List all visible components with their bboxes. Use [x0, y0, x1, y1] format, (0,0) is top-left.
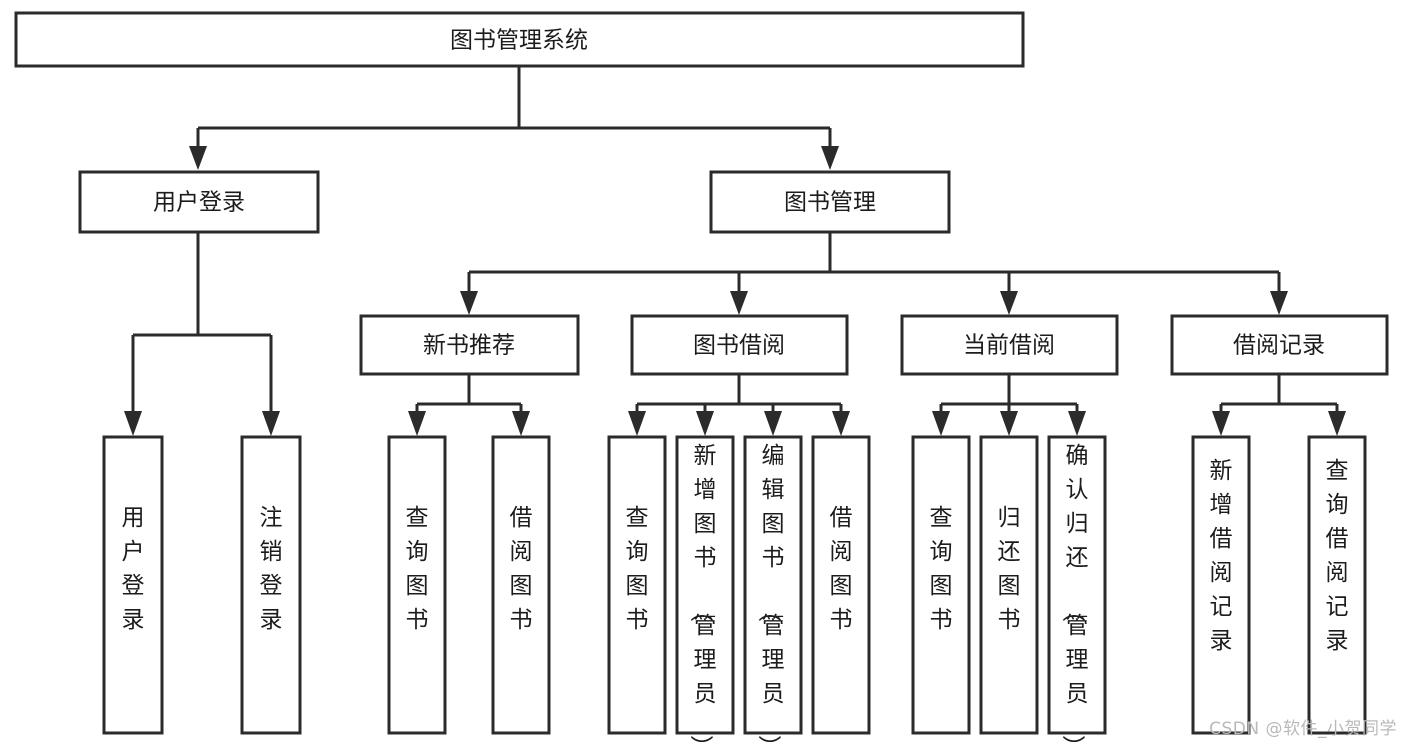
node-leaf-borrow-book-2[interactable]: 借阅图书: [811, 435, 871, 735]
node-new-book-recommend[interactable]: 新书推荐: [359, 314, 580, 376]
node-user-login-label: 用户登录: [153, 190, 245, 216]
node-new-book-recommend-box[interactable]: [359, 314, 580, 376]
node-leaf-return-book-box[interactable]: [979, 435, 1039, 735]
node-leaf-query-book-2[interactable]: 查询图书: [607, 435, 667, 735]
node-new-book-recommend-label: 新书推荐: [423, 333, 515, 359]
arrow-head-leaf-logout-login: [262, 411, 280, 436]
arrow-head-leaf-add-book: [696, 411, 714, 436]
arrow-head-user-login: [189, 146, 207, 170]
node-leaf-logout-login-label: 注销登录: [260, 505, 283, 633]
node-root[interactable]: 图书管理系统: [14, 11, 1025, 68]
node-leaf-edit-book-box[interactable]: [743, 435, 803, 735]
arrow-head-leaf-return-book: [1000, 411, 1018, 436]
node-book-borrow[interactable]: 图书借阅: [630, 314, 849, 376]
node-book-management-label: 图书管理: [784, 190, 876, 216]
node-leaf-add-record[interactable]: 新增借阅记录: [1191, 435, 1251, 735]
node-leaf-return-book[interactable]: 归还图书: [979, 435, 1039, 735]
connector-layer: [124, 66, 1346, 436]
node-leaf-add-record-box[interactable]: [1191, 435, 1251, 735]
node-leaf-borrow-book-1-label: 借阅图书: [510, 505, 533, 633]
node-current-borrow-label: 当前借阅: [963, 333, 1055, 359]
node-leaf-edit-book[interactable]: 编辑图书（管理员）: [743, 435, 803, 747]
node-leaf-query-book-1-box[interactable]: [387, 435, 447, 735]
node-user-login[interactable]: 用户登录: [78, 170, 320, 234]
arrow-head-leaf-query-book-3: [932, 411, 950, 436]
arrow-head-leaf-edit-book: [764, 411, 782, 436]
arrow-head-leaf-borrow-book-1: [512, 411, 530, 436]
node-leaf-query-record[interactable]: 查询借阅记录: [1307, 435, 1367, 735]
node-leaf-borrow-book-1[interactable]: 借阅图书: [491, 435, 551, 735]
arrow-head-leaf-query-record: [1328, 411, 1346, 436]
node-book-management[interactable]: 图书管理: [709, 170, 951, 234]
node-leaf-logout-login[interactable]: 注销登录: [240, 435, 302, 735]
arrow-head-current-borrow: [1000, 291, 1018, 315]
node-borrow-record-box[interactable]: [1170, 314, 1389, 376]
node-leaf-user-login[interactable]: 用户登录: [102, 435, 164, 735]
arrow-head-book-borrow: [730, 291, 748, 315]
arrow-head-borrow-record: [1270, 291, 1288, 315]
node-leaf-borrow-book-1-box[interactable]: [491, 435, 551, 735]
csdn-watermark: CSDN @软件_小贺同学: [1209, 719, 1397, 739]
node-leaf-edit-book-label: 编辑图书（管理员）: [756, 443, 785, 747]
node-leaf-borrow-book-2-label: 借阅图书: [830, 505, 853, 633]
node-root-box[interactable]: [14, 11, 1025, 68]
node-borrow-record[interactable]: 借阅记录: [1170, 314, 1389, 376]
arrow-head-new-book-recommend: [460, 291, 478, 315]
node-leaf-query-book-3[interactable]: 查询图书: [911, 435, 971, 735]
node-book-borrow-box[interactable]: [630, 314, 849, 376]
arrow-head-leaf-user-login: [124, 411, 142, 436]
node-current-borrow-box[interactable]: [900, 314, 1119, 376]
node-user-login-box[interactable]: [78, 170, 320, 234]
node-leaf-query-book-2-box[interactable]: [607, 435, 667, 735]
arrow-head-leaf-add-record: [1212, 411, 1230, 436]
node-leaf-add-record-label: 新增借阅记录: [1210, 458, 1233, 654]
node-leaf-add-book-label: 新增图书（管理员）: [688, 443, 717, 747]
node-book-management-box[interactable]: [709, 170, 951, 234]
node-leaf-query-record-label: 查询借阅记录: [1326, 458, 1349, 654]
node-leaf-confirm-return-label: 确认归还（管理员）: [1060, 443, 1089, 747]
node-leaf-query-book-2-label: 查询图书: [626, 505, 649, 633]
node-leaf-query-record-box[interactable]: [1307, 435, 1367, 735]
node-leaf-borrow-book-2-box[interactable]: [811, 435, 871, 735]
arrow-head-leaf-query-book-1: [408, 411, 426, 436]
arrow-head-leaf-query-book-2: [628, 411, 646, 436]
node-root-label: 图书管理系统: [450, 28, 588, 54]
node-leaf-query-book-1-label: 查询图书: [406, 505, 429, 633]
node-leaf-user-login-label: 用户登录: [122, 505, 145, 633]
node-leaf-add-book-box[interactable]: [675, 435, 735, 735]
node-book-borrow-label: 图书借阅: [693, 333, 785, 359]
node-leaf-query-book-1[interactable]: 查询图书: [387, 435, 447, 735]
node-leaf-logout-login-box[interactable]: [240, 435, 302, 735]
arrow-head-leaf-borrow-book-2: [832, 411, 850, 436]
arrow-head-leaf-confirm-return: [1068, 411, 1086, 436]
node-leaf-query-book-3-label: 查询图书: [930, 505, 953, 633]
arrow-head-book-management: [821, 146, 839, 170]
node-leaf-user-login-box[interactable]: [102, 435, 164, 735]
node-leaf-confirm-return-box[interactable]: [1047, 435, 1107, 735]
node-leaf-return-book-label: 归还图书: [998, 505, 1021, 633]
node-leaf-confirm-return[interactable]: 确认归还（管理员）: [1047, 435, 1107, 747]
node-current-borrow[interactable]: 当前借阅: [900, 314, 1119, 376]
node-leaf-query-book-3-box[interactable]: [911, 435, 971, 735]
node-borrow-record-label: 借阅记录: [1233, 333, 1325, 359]
node-leaf-add-book[interactable]: 新增图书（管理员）: [675, 435, 735, 747]
